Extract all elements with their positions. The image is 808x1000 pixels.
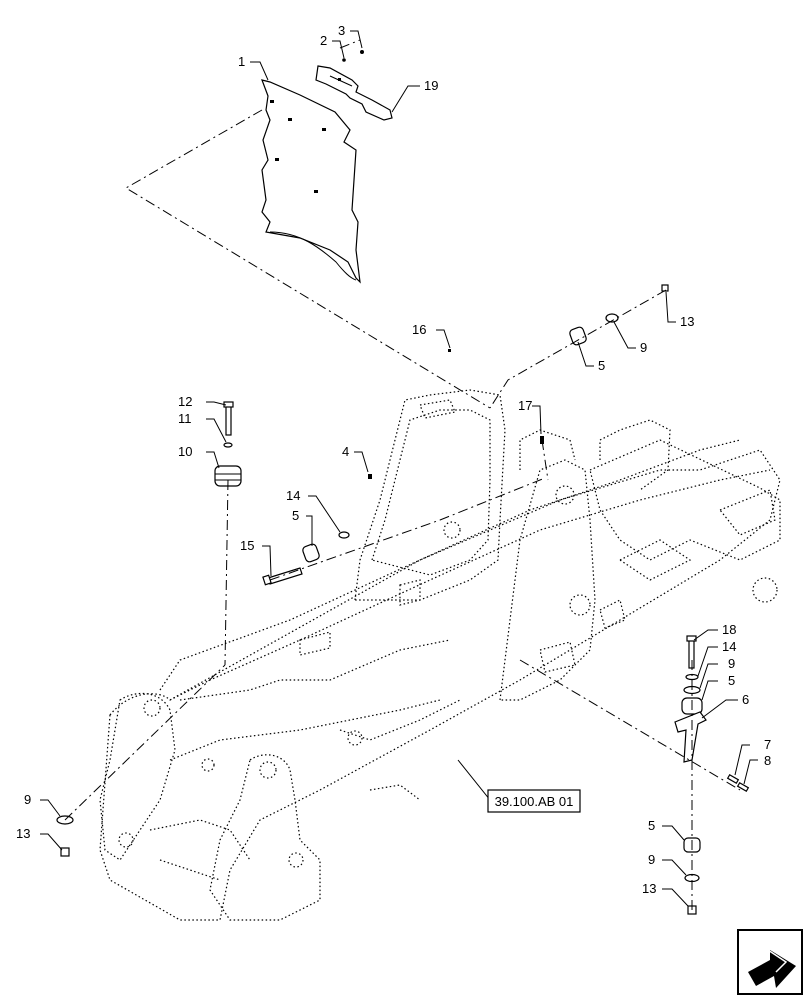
- bolt-part-3: [360, 50, 364, 54]
- section-reference-link[interactable]: 39.100.AB 01: [487, 789, 581, 813]
- callout-9-lower-right: 9: [648, 852, 655, 867]
- pin-part-16: [448, 349, 451, 352]
- callout-18: 18: [722, 622, 736, 637]
- callout-7: 7: [764, 737, 771, 752]
- washer-part-14-mid: [338, 531, 350, 539]
- callout-11: 11: [178, 411, 192, 426]
- callout-13-lower-right: 13: [642, 881, 656, 896]
- callout-9-lower-left: 9: [24, 792, 31, 807]
- callout-15: 15: [240, 538, 254, 553]
- bolt-part-12: [223, 401, 234, 436]
- section-reference-label: 39.100.AB 01: [495, 794, 574, 809]
- callout-6: 6: [742, 692, 749, 707]
- centerlines: [64, 39, 741, 910]
- callout-1: 1: [238, 54, 245, 69]
- washer-part-9-upper: [605, 313, 619, 323]
- callout-8: 8: [764, 753, 771, 768]
- washer-part-2: [342, 58, 346, 62]
- callout-5-upper: 5: [598, 358, 605, 373]
- callout-12: 12: [178, 394, 192, 409]
- callout-13-upper: 13: [680, 314, 694, 329]
- screw-part-8: [736, 781, 750, 793]
- callout-3: 3: [338, 23, 345, 38]
- mount-part-5-mid: [302, 543, 320, 563]
- callout-5-mid: 5: [292, 508, 299, 523]
- callout-13-lower-left: 13: [16, 826, 30, 841]
- nut-part-13-lower-left: [60, 847, 70, 857]
- callout-16: 16: [412, 322, 426, 337]
- callout-5-right: 5: [728, 673, 735, 688]
- callout-17: 17: [518, 398, 532, 413]
- callout-10: 10: [178, 444, 192, 459]
- pin-part-4: [368, 474, 372, 479]
- panel-part-1: [261, 79, 361, 284]
- callout-9-upper: 9: [640, 340, 647, 355]
- callout-19: 19: [424, 78, 438, 93]
- bracket-part-19: [315, 65, 393, 121]
- frame-assembly: [99, 389, 781, 921]
- callout-14-mid: 14: [286, 488, 300, 503]
- callout-4: 4: [342, 444, 349, 459]
- screw-part-7: [726, 773, 740, 785]
- callout-14-right: 14: [722, 639, 736, 654]
- callout-5-lower-right: 5: [648, 818, 655, 833]
- next-page-arrow-icon[interactable]: [737, 929, 803, 995]
- washer-part-11: [223, 442, 233, 448]
- callout-9-right: 9: [728, 656, 735, 671]
- mount-part-5-upper: [569, 326, 587, 346]
- callout-2: 2: [320, 33, 327, 48]
